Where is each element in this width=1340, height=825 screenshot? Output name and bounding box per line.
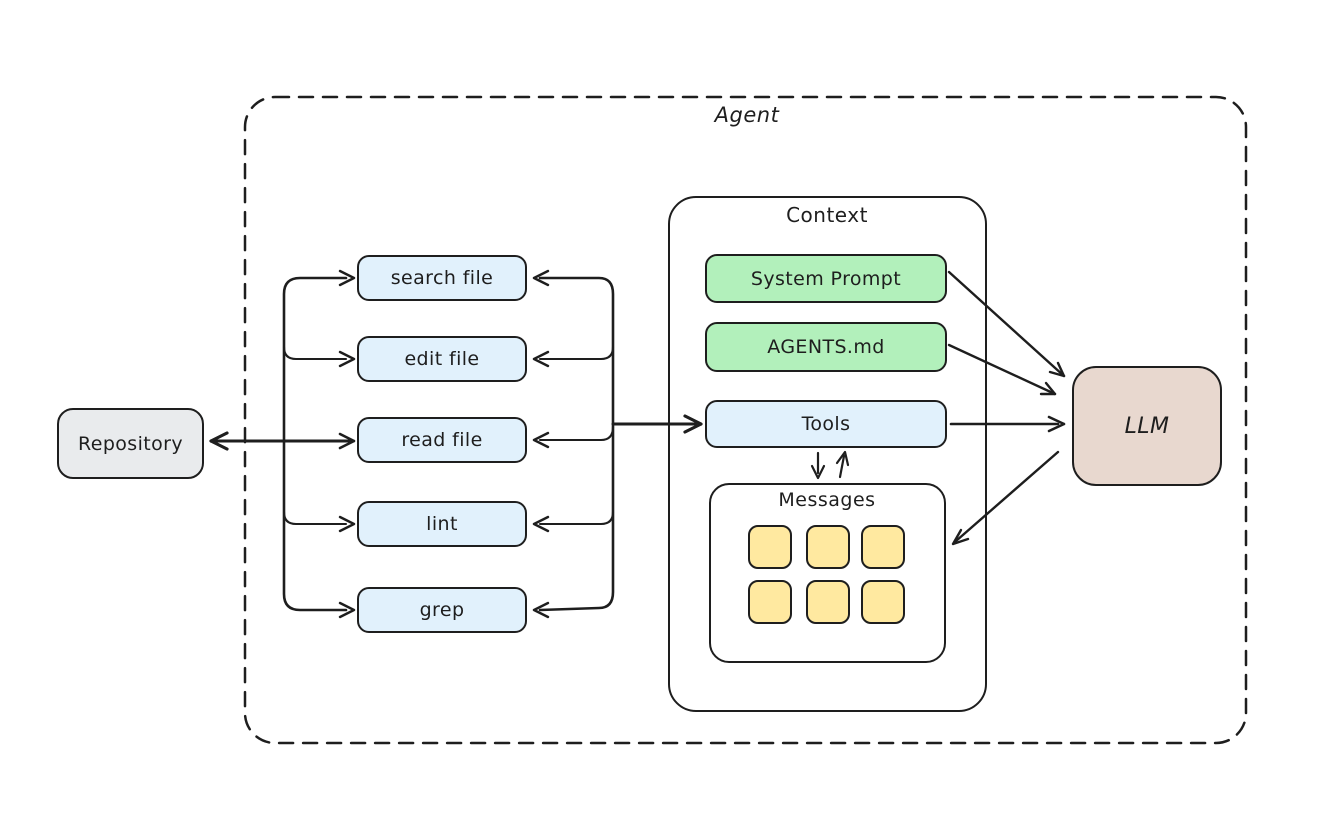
tools-context-node: Tools xyxy=(705,400,947,448)
message-chip xyxy=(806,525,850,569)
tool-node-grep: grep xyxy=(357,587,527,633)
message-chip xyxy=(748,525,792,569)
message-chip xyxy=(861,525,905,569)
tool-label: edit file xyxy=(404,348,480,370)
tool-label: read file xyxy=(401,429,483,451)
repository-label: Repository xyxy=(77,432,184,455)
message-chip xyxy=(748,580,792,624)
tool-label: search file xyxy=(390,267,494,289)
tool-label: grep xyxy=(419,599,465,621)
tool-label: lint xyxy=(426,513,458,535)
tools-context-label: Tools xyxy=(801,413,851,435)
system-prompt-node: System Prompt xyxy=(705,254,947,303)
agents-md-node: AGENTS.md xyxy=(705,322,947,372)
llm-node: LLM xyxy=(1072,366,1222,486)
agents-md-label: AGENTS.md xyxy=(767,336,885,358)
tool-node-lint: lint xyxy=(357,501,527,547)
system-prompt-label: System Prompt xyxy=(750,267,902,290)
context-title: Context xyxy=(786,203,868,227)
messages-title: Messages xyxy=(778,489,876,511)
tool-node-search-file: search file xyxy=(357,255,527,301)
message-chip xyxy=(806,580,850,624)
repository-node: Repository xyxy=(57,408,204,479)
agent-frame-label: Agent xyxy=(714,103,780,127)
message-chip xyxy=(861,580,905,624)
tool-node-read-file: read file xyxy=(357,417,527,463)
llm-label: LLM xyxy=(1124,413,1170,439)
tool-node-edit-file: edit file xyxy=(357,336,527,382)
